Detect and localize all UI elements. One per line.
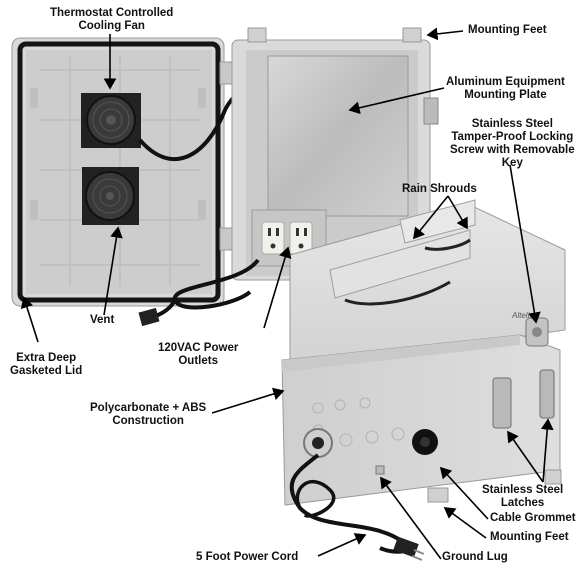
open-lid bbox=[11, 37, 233, 307]
callout-locking-screw: Stainless Steel Tamper-Proof Locking Scr… bbox=[450, 118, 575, 169]
callout-mounting-plate: Aluminum Equipment Mounting Plate bbox=[446, 76, 565, 101]
vent bbox=[82, 167, 139, 225]
callout-latches: Stainless Steel Latches bbox=[482, 484, 564, 509]
brand-logo: Altelix bbox=[511, 311, 534, 320]
closed-enclosure: Altelix bbox=[281, 199, 566, 506]
callout-vent: Vent bbox=[90, 314, 115, 326]
callout-gasketed-lid: Extra Deep Gasketed Lid bbox=[10, 352, 83, 377]
callout-mounting-feet-top: Mounting Feet bbox=[468, 24, 547, 36]
ground-lug bbox=[375, 465, 385, 475]
lid-gasket bbox=[17, 41, 221, 303]
callout-ground-lug: Ground Lug bbox=[442, 551, 508, 563]
callout-power-outlets: 120VAC Power Outlets bbox=[158, 342, 239, 367]
callout-arrows bbox=[20, 27, 554, 560]
callout-cooling-fan: Thermostat Controlled Cooling Fan bbox=[50, 7, 174, 32]
mounting-foot bbox=[402, 27, 422, 43]
callout-mounting-feet-bottom: Mounting Feet bbox=[490, 531, 569, 543]
callout-power-cord: 5 Foot Power Cord bbox=[196, 551, 299, 563]
cooling-fan bbox=[81, 93, 141, 148]
callout-rain-shrouds: Rain Shrouds bbox=[402, 183, 477, 195]
rain-shroud bbox=[329, 229, 471, 299]
callout-cable-grommet: Cable Grommet bbox=[490, 512, 576, 524]
callout-construction: Polycarbonate + ABS Construction bbox=[90, 402, 207, 427]
mounting-foot bbox=[427, 487, 449, 503]
mounting-plate bbox=[267, 55, 409, 217]
